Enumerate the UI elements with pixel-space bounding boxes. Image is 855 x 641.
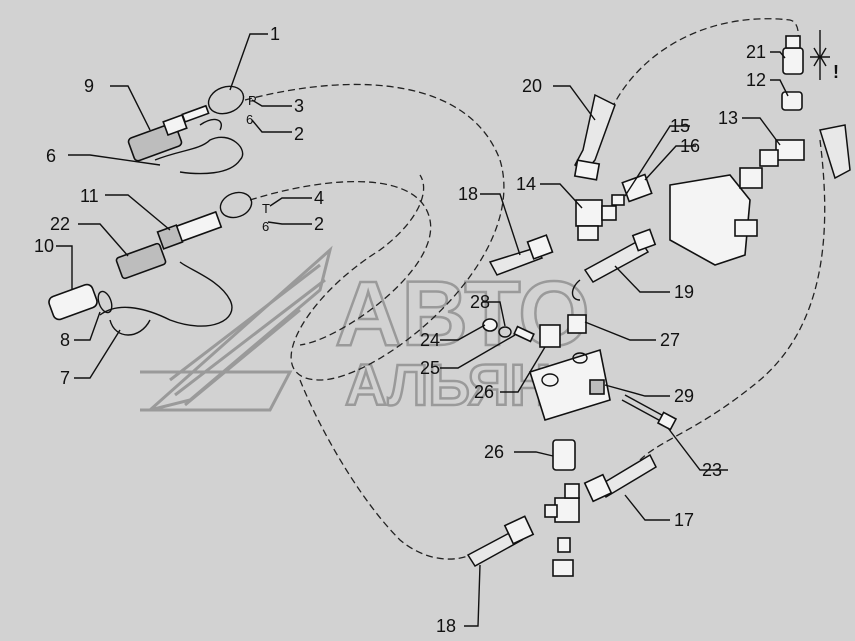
callout-26: 26 bbox=[474, 382, 494, 402]
leader-lines bbox=[56, 33, 789, 627]
label-six-b: 6 bbox=[262, 219, 269, 234]
callout-17: 17 bbox=[674, 510, 694, 530]
callout-24: 24 bbox=[420, 330, 440, 350]
part-1-clip[interactable] bbox=[205, 82, 248, 119]
part-20-hose[interactable] bbox=[573, 93, 616, 181]
part-19-hose[interactable] bbox=[571, 228, 657, 301]
watermark: АВТО АЛЬЯНС bbox=[140, 245, 594, 419]
small-labels: P 6 T 6 bbox=[246, 93, 270, 234]
callout-25: 25 bbox=[420, 358, 440, 378]
callout-7: 7 bbox=[60, 368, 70, 388]
part-23-bolt[interactable] bbox=[621, 394, 678, 431]
part-16-nut[interactable] bbox=[621, 173, 653, 203]
callout-15: 15 bbox=[670, 116, 690, 136]
dashed-routing bbox=[244, 18, 826, 560]
part-25-pin[interactable] bbox=[513, 325, 535, 343]
part-4-clip[interactable] bbox=[217, 188, 255, 221]
watermark-line1: АВТО bbox=[335, 263, 590, 365]
pump-assembly[interactable] bbox=[669, 167, 763, 266]
warning-exclamation: ! bbox=[833, 62, 839, 82]
callout-21: 21 bbox=[746, 42, 766, 62]
part-lower-tee[interactable] bbox=[544, 483, 580, 577]
part-17-hose[interactable] bbox=[583, 453, 657, 503]
label-six-a: 6 bbox=[246, 112, 253, 127]
callout-13: 13 bbox=[718, 108, 738, 128]
part-15-nipple[interactable] bbox=[611, 194, 625, 206]
watermark-logo bbox=[140, 245, 333, 412]
part-21-fitting[interactable] bbox=[782, 35, 804, 75]
callout-3: 3 bbox=[294, 96, 304, 116]
callout-26b: 26 bbox=[484, 442, 504, 462]
part-28-seal[interactable] bbox=[498, 326, 512, 338]
part-13-elbow[interactable] bbox=[759, 139, 805, 167]
part-hose-right-elbow[interactable] bbox=[819, 124, 851, 180]
label-t: T bbox=[262, 201, 270, 216]
callout-27: 27 bbox=[660, 330, 680, 350]
callout-9: 9 bbox=[84, 76, 94, 96]
part-14-tee[interactable] bbox=[575, 199, 617, 241]
callout-8: 8 bbox=[60, 330, 70, 350]
part-7-cap-cord[interactable] bbox=[99, 261, 233, 336]
callout-22: 22 bbox=[50, 214, 70, 234]
valve-block[interactable] bbox=[528, 314, 611, 421]
part-8-o-ring[interactable] bbox=[96, 290, 115, 315]
part-11-adapter[interactable] bbox=[156, 210, 223, 250]
callout-16: 16 bbox=[680, 136, 700, 156]
callout-11: 11 bbox=[80, 186, 99, 206]
label-p: P bbox=[248, 93, 257, 108]
callout-20: 20 bbox=[522, 76, 542, 96]
part-26-fitting-lower[interactable] bbox=[552, 439, 576, 471]
callout-4: 4 bbox=[314, 188, 324, 208]
callout-18: 18 bbox=[458, 184, 478, 204]
callout-10: 10 bbox=[34, 236, 54, 256]
part-9-coupling[interactable] bbox=[127, 104, 210, 162]
callout-1: 1 bbox=[270, 24, 280, 44]
callout-14: 14 bbox=[516, 174, 536, 194]
callout-28: 28 bbox=[470, 292, 490, 312]
callout-19: 19 bbox=[674, 282, 694, 302]
part-12-nut[interactable] bbox=[781, 91, 803, 111]
part-22-valve[interactable] bbox=[115, 242, 167, 280]
part-10-coupling[interactable] bbox=[47, 283, 98, 321]
part-18-hose-upper[interactable] bbox=[488, 234, 554, 276]
callout-2: 2 bbox=[294, 124, 304, 144]
part-6-cap-cord[interactable] bbox=[154, 118, 244, 175]
callouts: 1 9 3 2 6 11 4 2 22 10 8 7 20 21 12 13 1… bbox=[34, 24, 766, 636]
callout-23: 23 bbox=[702, 460, 722, 480]
callout-6: 6 bbox=[46, 146, 56, 166]
callout-12: 12 bbox=[746, 70, 766, 90]
callout-18b: 18 bbox=[436, 616, 456, 636]
callout-29: 29 bbox=[674, 386, 694, 406]
callout-2b: 2 bbox=[314, 214, 324, 234]
part-24-plug[interactable] bbox=[482, 318, 498, 332]
part-18-hose-lower[interactable] bbox=[466, 515, 535, 567]
warning-arrows-icon bbox=[810, 30, 830, 80]
